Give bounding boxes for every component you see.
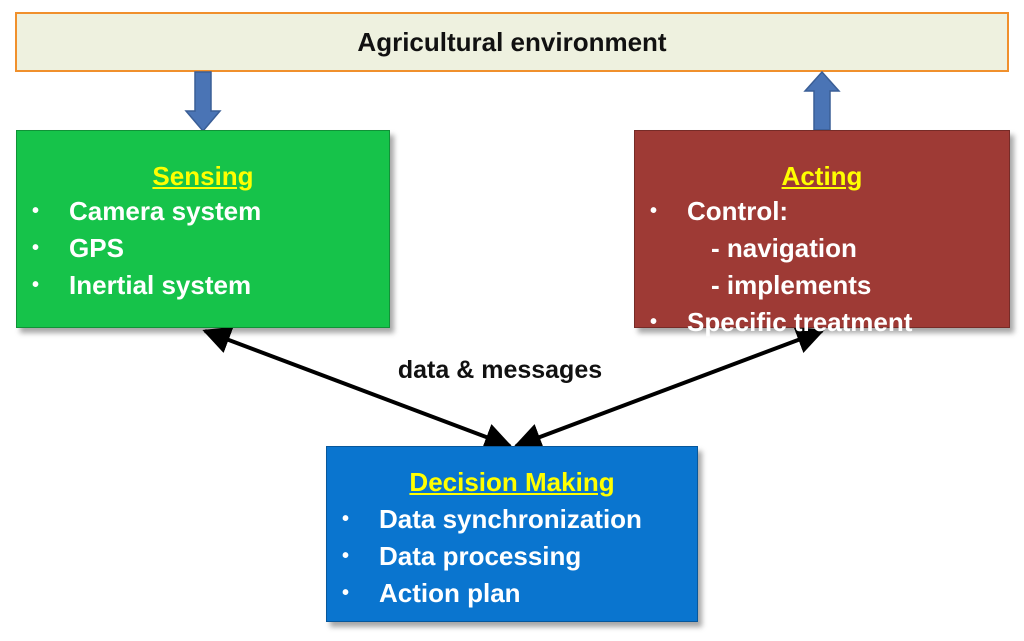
acting-list: • Control: - navigation - implements • Spe… — [635, 193, 1009, 341]
acting-box: Acting • Control: - navigation - implemen… — [634, 130, 1010, 337]
decision-item-label: Data synchronization — [379, 504, 642, 534]
bullet-icon: • — [650, 311, 658, 333]
decision-item: • Data processing — [327, 538, 697, 575]
agricultural-environment-box: Agricultural environment — [15, 12, 1009, 72]
acting-item-label: Control: — [687, 196, 789, 226]
acting-item-label: Specific treatment — [687, 307, 913, 337]
decision-list: • Data synchronization • Data processing •… — [327, 501, 697, 612]
sensing-decision-connector — [202, 326, 513, 451]
acting-to-environment-arrow — [803, 70, 841, 131]
bullet-icon: • — [650, 200, 658, 222]
acting-subitem: - navigation — [635, 230, 1009, 267]
environment-to-sensing-arrow — [184, 71, 222, 133]
acting-item: • Specific treatment — [635, 304, 1009, 341]
sensing-item-label: Inertial system — [69, 270, 252, 300]
acting-subitem-label: - navigation — [711, 233, 857, 263]
decision-item: • Action plan — [327, 575, 697, 612]
bullet-icon: • — [32, 237, 40, 259]
sensing-item: • Inertial system — [17, 267, 389, 304]
acting-title: Acting — [781, 161, 863, 191]
bullet-icon: • — [342, 582, 350, 604]
bullet-icon: • — [342, 545, 350, 567]
decision-title: Decision Making — [409, 467, 615, 497]
sensing-item: • Camera system — [17, 193, 389, 230]
sensing-item: • GPS — [17, 230, 389, 267]
acting-item: • Control: — [635, 193, 1009, 230]
bullet-icon: • — [342, 508, 350, 530]
sensing-list: • Camera system • GPS • Inertial system — [17, 193, 389, 304]
decision-item-label: Data processing — [379, 541, 582, 571]
sensing-item-label: GPS — [69, 233, 124, 263]
connector-label: data & messages — [397, 356, 603, 384]
sensing-box: Sensing • Camera system • GPS • Inertial sy… — [16, 130, 390, 328]
acting-subitem: - implements — [635, 267, 1009, 304]
bullet-icon: • — [32, 274, 40, 296]
environment-label: Agricultural environment — [357, 26, 667, 57]
decision-item: • Data synchronization — [327, 501, 697, 538]
decision-making-box: Decision Making • Data synchronization • D… — [326, 446, 698, 622]
acting-subitem-label: - implements — [711, 270, 872, 300]
bullet-icon: • — [32, 200, 40, 222]
sensing-item-label: Camera system — [69, 196, 262, 226]
sensing-title: Sensing — [152, 161, 254, 191]
decision-item-label: Action plan — [379, 578, 521, 608]
acting-decision-connector — [513, 326, 825, 451]
